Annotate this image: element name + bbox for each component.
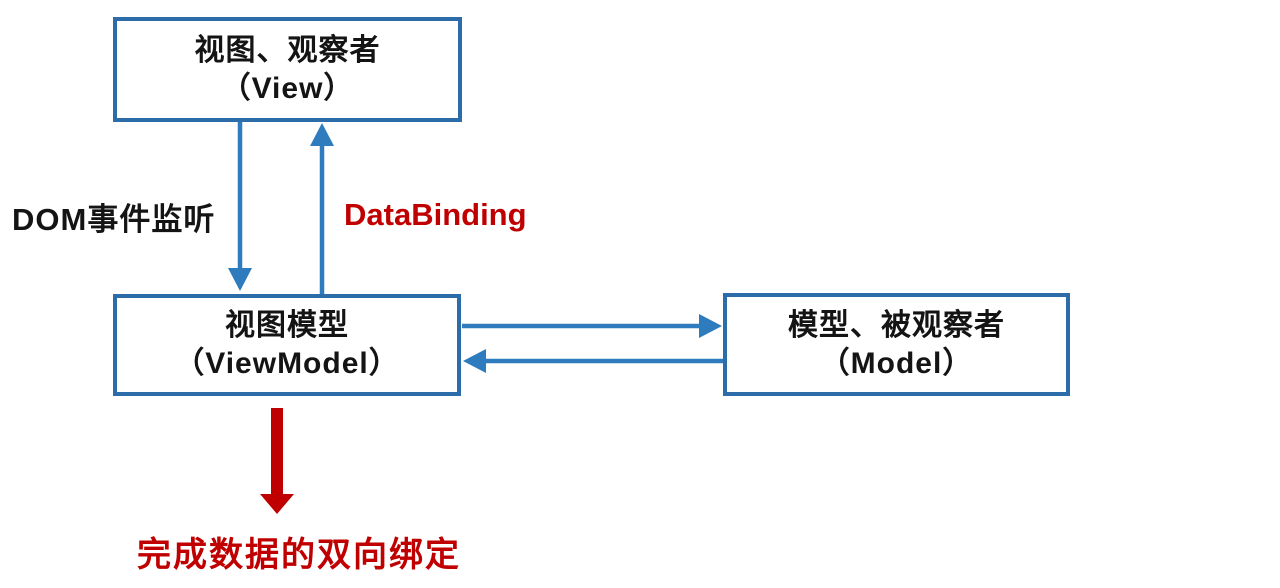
node-view-title: 视图、观察者 [194,33,381,67]
conclusion-label: 完成数据的双向绑定 [137,536,461,574]
databinding-label: DataBinding [344,197,527,232]
node-view-subtitle: （View） [220,71,355,105]
dom-listen-label: DOM事件监听 [12,202,216,237]
node-viewmodel: 视图模型 （ViewModel） [113,294,461,396]
node-view: 视图、观察者 （View） [113,17,462,122]
node-viewmodel-subtitle: （ViewModel） [174,347,400,380]
node-model: 模型、被观察者 （Model） [723,293,1070,396]
dom-listen-arrow [228,122,252,291]
model-to-vm-arrow [463,349,723,373]
vm-to-model-arrow [462,314,722,338]
node-model-title: 模型、被观察者 [788,308,1005,342]
node-viewmodel-title: 视图模型 [225,309,349,342]
bidirectional-result-arrow [260,408,294,514]
databinding-arrow [310,123,334,294]
node-model-subtitle: （Model） [819,346,974,380]
